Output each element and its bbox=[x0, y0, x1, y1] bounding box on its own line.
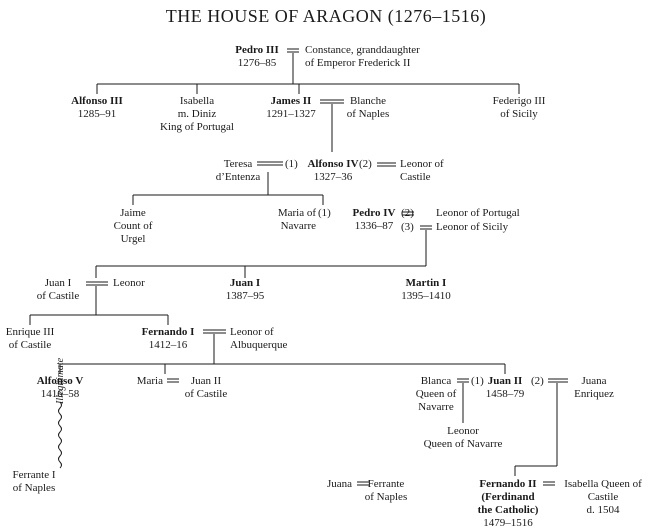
person-maria: Maria bbox=[136, 375, 163, 387]
marriage-mark-1: (1) bbox=[318, 207, 331, 219]
marriage-mark-3: (3) bbox=[401, 221, 414, 233]
marriage-mark-2: (2) bbox=[359, 158, 372, 170]
marriage-mark-2: (2) bbox=[531, 375, 544, 387]
person-leonor-of-sicily: Leonor of Sicily bbox=[436, 221, 509, 233]
person-juana: Juana bbox=[326, 478, 352, 490]
person-leonor-of-portugal: Leonor of Portugal bbox=[436, 207, 520, 219]
person-leonor: Leonor bbox=[113, 277, 145, 289]
marriage-mark-1: (1) bbox=[285, 158, 298, 170]
diagram-title: THE HOUSE OF ARAGON (1276–1516) bbox=[165, 6, 487, 26]
marriage-mark-2: (2) bbox=[401, 207, 414, 219]
marriage-mark-1: (1) bbox=[471, 375, 484, 387]
illegitimate-label: Illegitimate bbox=[55, 357, 66, 404]
illegitimate-line bbox=[58, 401, 62, 469]
